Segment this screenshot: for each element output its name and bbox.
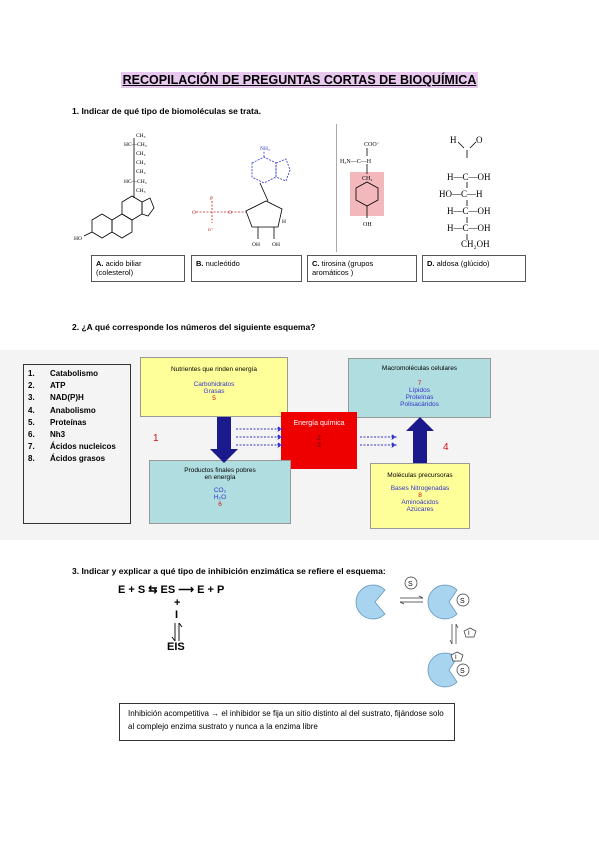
svg-text:OH: OH: [363, 222, 372, 228]
tyrosine-structure: COO⁻ H₃N—C—H CH₂ OH: [340, 142, 384, 228]
plus-sign: +: [174, 597, 181, 609]
macromolecules-box: Macromoléculas celulares 7 Lípidos Prote…: [348, 358, 491, 418]
svg-text:COO⁻: COO⁻: [364, 142, 380, 148]
option-b: B. nucleótido: [191, 255, 302, 282]
svg-text:CH₃: CH₃: [136, 188, 146, 194]
svg-text:O: O: [228, 210, 232, 216]
equilibrium-arrows-vertical: [449, 623, 459, 645]
svg-text:S: S: [408, 581, 413, 588]
eis-complex: EIS: [167, 641, 185, 653]
svg-text:HO: HO: [74, 236, 82, 242]
legend-item: 4.Anabolismo: [28, 405, 96, 415]
svg-text:H—C—OH: H—C—OH: [447, 223, 491, 233]
svg-text:OH: OH: [252, 242, 260, 248]
svg-text:CH₂: CH₂: [136, 160, 146, 166]
anabolism-arrow: [406, 417, 434, 463]
scheme-arrows: [210, 417, 434, 463]
option-c: C. tirosina (grupos aromáticos ): [307, 255, 417, 282]
svg-text:O: O: [192, 210, 196, 216]
svg-text:n⁻: n⁻: [208, 227, 214, 233]
answer-box: Inhibición acompetitiva → el inhibidor s…: [119, 703, 455, 741]
svg-text:NH₂: NH₂: [260, 146, 270, 152]
equilibrium-arrows-horizontal: [399, 595, 424, 605]
svg-text:H₃N—C—H: H₃N—C—H: [340, 159, 372, 165]
label-1: 1: [153, 433, 159, 444]
svg-text:H: H: [282, 219, 286, 225]
substrate-free: S: [404, 576, 418, 590]
tyrosine-frame: [336, 124, 395, 252]
dashed-arrows-right: [360, 434, 398, 448]
svg-text:OH: OH: [272, 242, 280, 248]
svg-text:S: S: [460, 598, 465, 605]
svg-text:HC—CH₃: HC—CH₃: [124, 179, 147, 185]
svg-text:I: I: [455, 655, 457, 661]
equilibrium-arrow-vertical: [171, 622, 183, 642]
answer-legend: 1.Catabolismo 2.ATP 3.NAD(P)H 4.Anabolis…: [23, 364, 131, 524]
aldose-structure: H O H—C—OH HO—C—H H—C—OH H—C—OH CH₂OH: [439, 135, 491, 249]
option-a: A. acido biliar (colesterol): [91, 255, 185, 282]
final-products-box: Productos finales pobres en energía CO₂ …: [149, 460, 291, 524]
question-3: 3. Indicar y explicar a qué tipo de inhi…: [72, 566, 386, 576]
svg-text:CH₂: CH₂: [362, 176, 372, 182]
svg-text:CH₂: CH₂: [136, 169, 146, 175]
nucleotide-structure: NH₂ O P O n⁻ H OH OH: [192, 146, 291, 248]
enzyme-substrate-inhibitor: I S: [427, 651, 470, 688]
steroid-structure: CH₃ HC—CH₃ CH₂ CH₂ CH₂ HC—CH₃ CH₃ HO: [74, 133, 155, 242]
legend-item: 3.NAD(P)H: [28, 393, 84, 403]
legend-item: 5.Proteínas: [28, 417, 87, 427]
reaction-equation: E + S ⇆ ES ⟶ E + P: [118, 584, 225, 596]
question-1: 1. Indicar de qué tipo de biomoléculas s…: [72, 106, 261, 116]
inhibitor-free: I: [463, 627, 477, 638]
energy-box: Energía química 2 3: [281, 412, 357, 469]
svg-text:H—C—OH: H—C—OH: [447, 206, 491, 216]
enzyme-free: [355, 584, 386, 620]
svg-text:P: P: [210, 196, 213, 202]
svg-text:H—C—OH: H—C—OH: [447, 172, 491, 182]
enzyme-diagram: S S I I S: [355, 576, 477, 688]
svg-text:CH₂: CH₂: [136, 151, 146, 157]
enzyme-substrate: S: [427, 584, 470, 620]
precursor-box: Moléculas precursoras Bases Nitrogenadas…: [370, 463, 470, 529]
page-title: RECOPILACIÓN DE PREGUNTAS CORTAS DE BIOQ…: [120, 72, 479, 88]
question-2: 2. ¿A qué corresponde los números del si…: [72, 322, 316, 332]
legend-item: 1.Catabolismo: [28, 369, 99, 378]
dashed-arrows-left: [236, 426, 284, 448]
svg-text:O: O: [476, 135, 483, 145]
svg-text:S: S: [460, 668, 465, 675]
svg-text:I: I: [468, 631, 470, 637]
catabolism-arrow: [210, 417, 238, 463]
svg-text:HO—C—H: HO—C—H: [439, 189, 483, 199]
legend-item: 2.ATP: [28, 381, 66, 391]
option-d: D. aldosa (glúcido): [422, 255, 526, 282]
nutrients-box: Nutrientes que rinden energía Carbohidra…: [140, 357, 288, 417]
svg-text:H: H: [450, 135, 457, 145]
legend-item: 7.Ácidos nucleicos: [28, 442, 116, 452]
legend-item: 6.Nh3: [28, 429, 66, 439]
svg-text:CH₂OH: CH₂OH: [461, 239, 490, 249]
svg-text:HC—CH₃: HC—CH₃: [124, 142, 147, 148]
legend-item: 8.Ácidos grasos: [28, 454, 106, 464]
inhibitor-label: I: [175, 609, 179, 621]
label-4: 4: [443, 442, 449, 453]
svg-text:CH₃: CH₃: [136, 133, 146, 139]
